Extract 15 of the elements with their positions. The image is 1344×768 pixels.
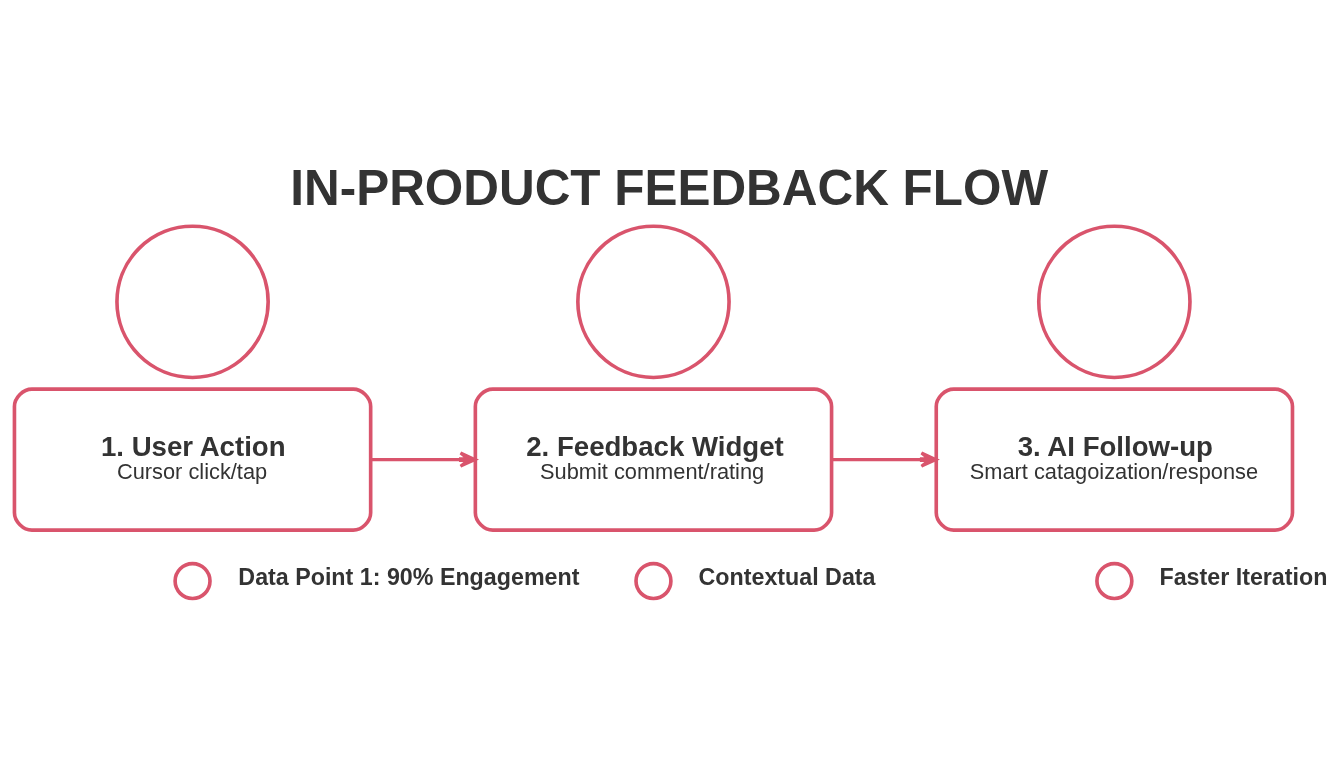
arrow	[831, 451, 938, 468]
node-circle	[1095, 561, 1134, 601]
node-box: 2. Feedback Widget Submit comment/rating	[473, 387, 834, 532]
node-label: Data Point 1: 90% Engagement	[238, 564, 580, 591]
node-circle	[173, 561, 212, 601]
node-label: Contextual Data	[698, 564, 876, 591]
node-circle	[115, 224, 270, 380]
node-box: 3. AI Follow-up Smart catagoization/response	[934, 387, 1295, 532]
arrow	[370, 451, 477, 468]
diagram-title: IN-PRODUCT FEEDBACK FLOW	[290, 159, 1049, 215]
node-box: 1. User Action Cursor click/tap	[12, 387, 373, 532]
node-circle	[576, 224, 731, 380]
node-label: Faster Iteration	[1159, 564, 1328, 591]
node-circle	[634, 561, 673, 601]
node-circle	[1036, 224, 1192, 380]
